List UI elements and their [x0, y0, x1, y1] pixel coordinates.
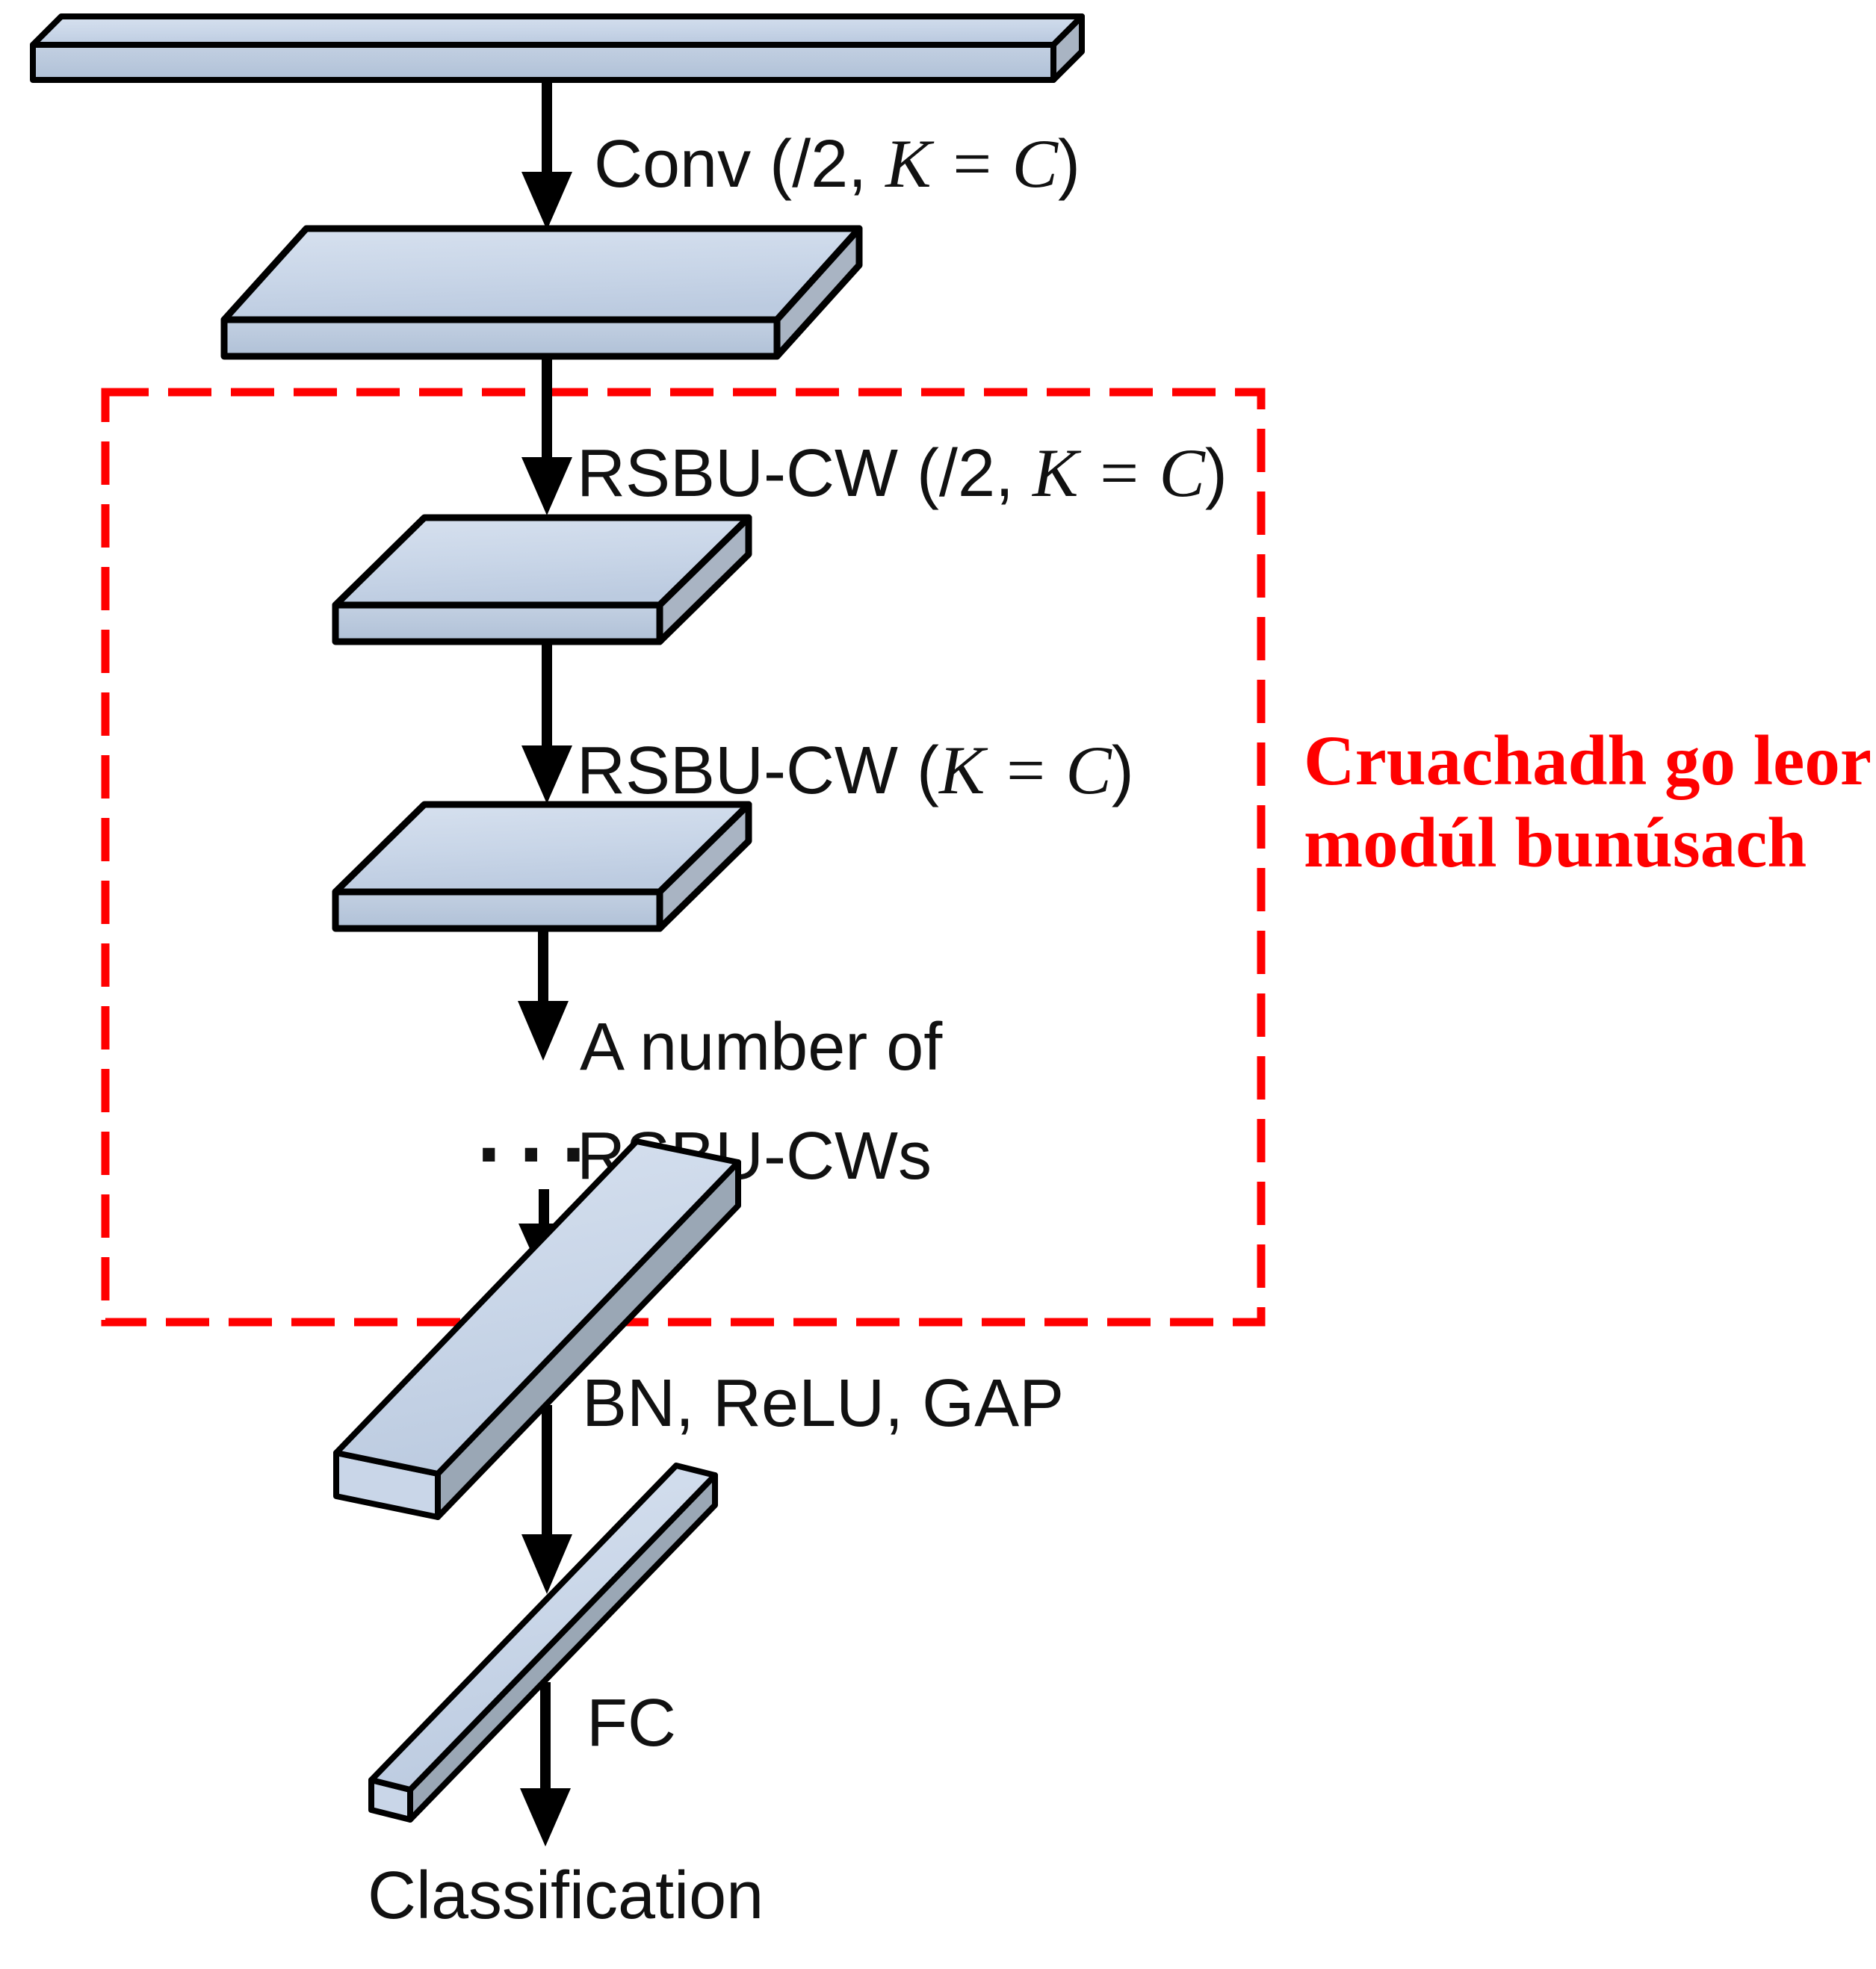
stack-label-line1: A number of — [580, 1010, 943, 1085]
pooled-vector-bar-side-face — [407, 1472, 718, 1823]
feature-vector-bar-top-face — [333, 1138, 741, 1477]
rsbu-same-label-prefix: RSBU-CW ( — [577, 734, 939, 808]
feature-map-1-front-face — [220, 316, 781, 360]
classification-label: Classification — [368, 1858, 764, 1933]
bn-relu-gap-arrow-head — [521, 1534, 572, 1594]
conv-label-prefix: Conv (/2, — [594, 127, 885, 202]
rsbu-downsample-arrow — [521, 359, 572, 515]
stack-arrow-head — [518, 1001, 569, 1061]
fc-label: FC — [586, 1686, 676, 1761]
stack-arrow — [518, 931, 569, 1061]
rsbu-downsample-label-suffix: ) — [1205, 436, 1228, 511]
input-bar-front-face — [30, 42, 1056, 83]
annotation-line2: modúl bunúsach — [1304, 803, 1807, 882]
fc-arrow — [520, 1682, 571, 1846]
bn-relu-gap-label: BN, ReLU, GAP — [582, 1366, 1064, 1441]
input-feature-bar — [30, 13, 1085, 83]
feature-vector-bar — [333, 1138, 741, 1520]
conv-label-suffix: ) — [1058, 127, 1080, 202]
feature-map-2 — [332, 514, 752, 645]
stacked-modules-annotation: Cruachadh go leor modúl bunúsach — [1304, 721, 1872, 882]
rsbu-downsample-label-math: K = C — [1031, 435, 1206, 511]
annotation-line1: Cruachadh go leor — [1304, 721, 1872, 800]
fc-arrow-head — [520, 1788, 571, 1846]
input-bar-top-face — [30, 13, 1085, 48]
rsbu-same-label-suffix: ) — [1112, 734, 1134, 808]
conv-label-math: K = C — [884, 125, 1059, 202]
rsbu-same-arrow — [521, 645, 572, 804]
feature-map-3-front-face — [332, 888, 663, 932]
rsbu-downsample-arrow-head — [521, 457, 572, 515]
conv-label: Conv (/2, K = C) — [594, 125, 1080, 202]
feature-map-3 — [332, 801, 752, 932]
rsbu-same-label: RSBU-CW (K = C) — [577, 732, 1134, 808]
ellipsis-dots: ··· — [468, 1075, 595, 1217]
rsbu-downsample-label: RSBU-CW (/2, K = C) — [577, 435, 1228, 511]
feature-map-1-top-face — [220, 225, 863, 323]
bn-relu-gap-arrow — [521, 1405, 572, 1594]
pooled-vector-bar — [368, 1463, 718, 1823]
stacked-modules-dashed-box — [101, 388, 1266, 1327]
rsbu-same-arrow-head — [521, 745, 572, 804]
rsbu-downsample-label-prefix: RSBU-CW (/2, — [577, 436, 1033, 511]
conv-arrow-head — [521, 172, 572, 230]
feature-map-1 — [220, 225, 863, 360]
pooled-vector-bar-top-face — [368, 1463, 718, 1793]
conv-arrow — [521, 80, 572, 230]
rsbu-same-label-math: K = C — [938, 732, 1112, 808]
feature-map-2-front-face — [332, 601, 663, 645]
